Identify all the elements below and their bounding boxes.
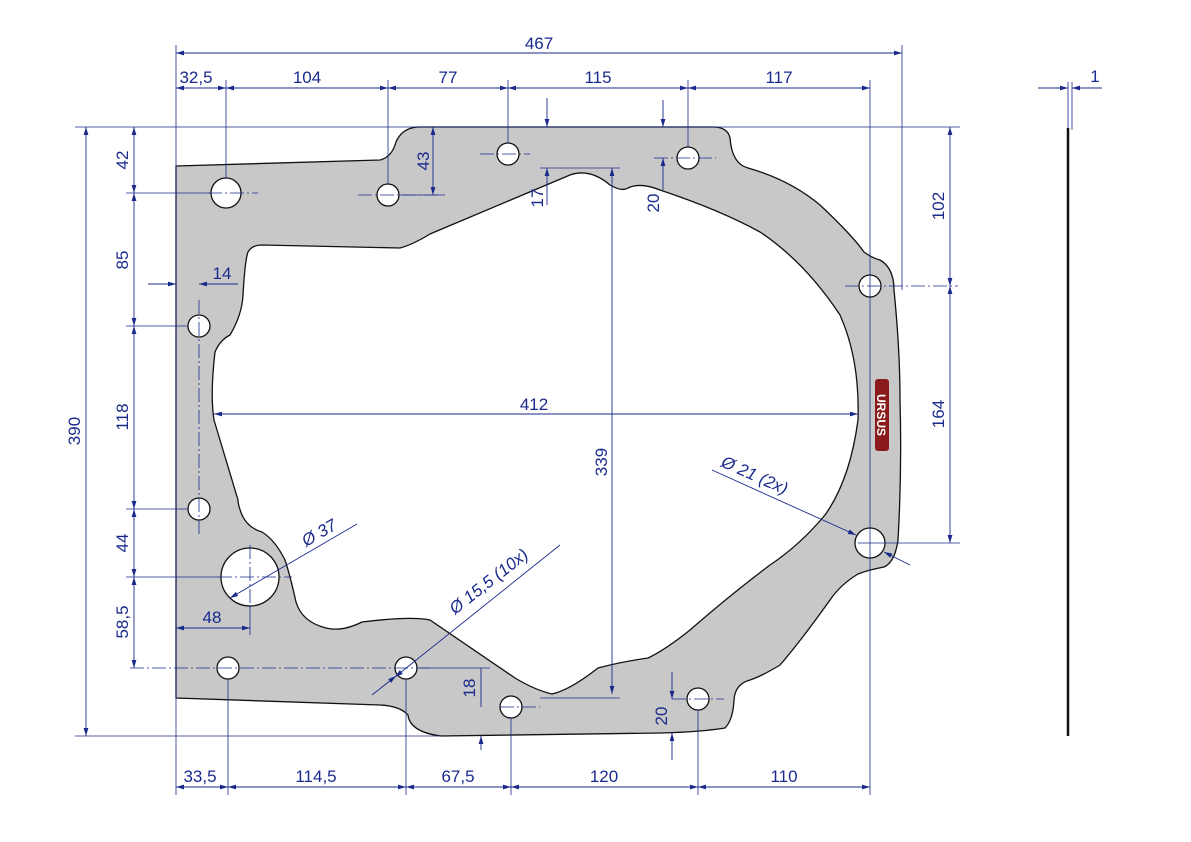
dim-right-2: 164 — [929, 400, 948, 428]
dim-right-1: 102 — [929, 192, 948, 220]
dim-left-overall: 390 — [65, 417, 84, 445]
dim-left-4: 44 — [113, 534, 132, 553]
dim-inner-18: 18 — [460, 679, 479, 698]
dim-top-2: 104 — [293, 68, 321, 87]
svg-text:URSUS: URSUS — [874, 394, 888, 436]
dim-left-2: 85 — [113, 251, 132, 270]
dim-diameter-21: Ø 21 (2x) — [717, 452, 790, 499]
dim-top-3: 77 — [439, 68, 458, 87]
dim-inner-48: 48 — [203, 608, 222, 627]
dim-top-4: 115 — [584, 68, 611, 87]
dim-bottom-2: 114,5 — [295, 767, 336, 786]
dim-top-overall: 467 — [525, 34, 553, 53]
dim-inner-412: 412 — [520, 395, 548, 414]
dim-bottom-1: 33,5 — [183, 767, 216, 786]
dim-left-3: 118 — [113, 403, 132, 430]
dim-inner-14: 14 — [213, 264, 232, 283]
dimension-lines — [83, 50, 1102, 790]
dim-left-1: 42 — [113, 151, 132, 170]
dim-left-5: 58,5 — [113, 605, 132, 638]
dim-top-1: 32,5 — [179, 68, 212, 87]
ursus-logo: URSUS — [874, 379, 889, 451]
dim-inner-339: 339 — [592, 448, 611, 476]
gasket-plate — [175, 126, 902, 737]
dim-top-5: 117 — [765, 68, 792, 87]
dim-bottom-5: 110 — [770, 767, 797, 786]
dim-bottom-4: 120 — [590, 767, 618, 786]
dim-diameter-15-5: Ø 15,5 (10x) — [445, 545, 532, 619]
dim-thickness: 1 — [1090, 67, 1099, 86]
dim-inner-43: 43 — [414, 152, 433, 171]
dim-inner-17: 17 — [528, 189, 547, 208]
dim-inner-20-bottom: 20 — [652, 707, 671, 726]
dim-bottom-3: 67,5 — [441, 767, 474, 786]
dim-inner-20-top: 20 — [644, 194, 663, 213]
